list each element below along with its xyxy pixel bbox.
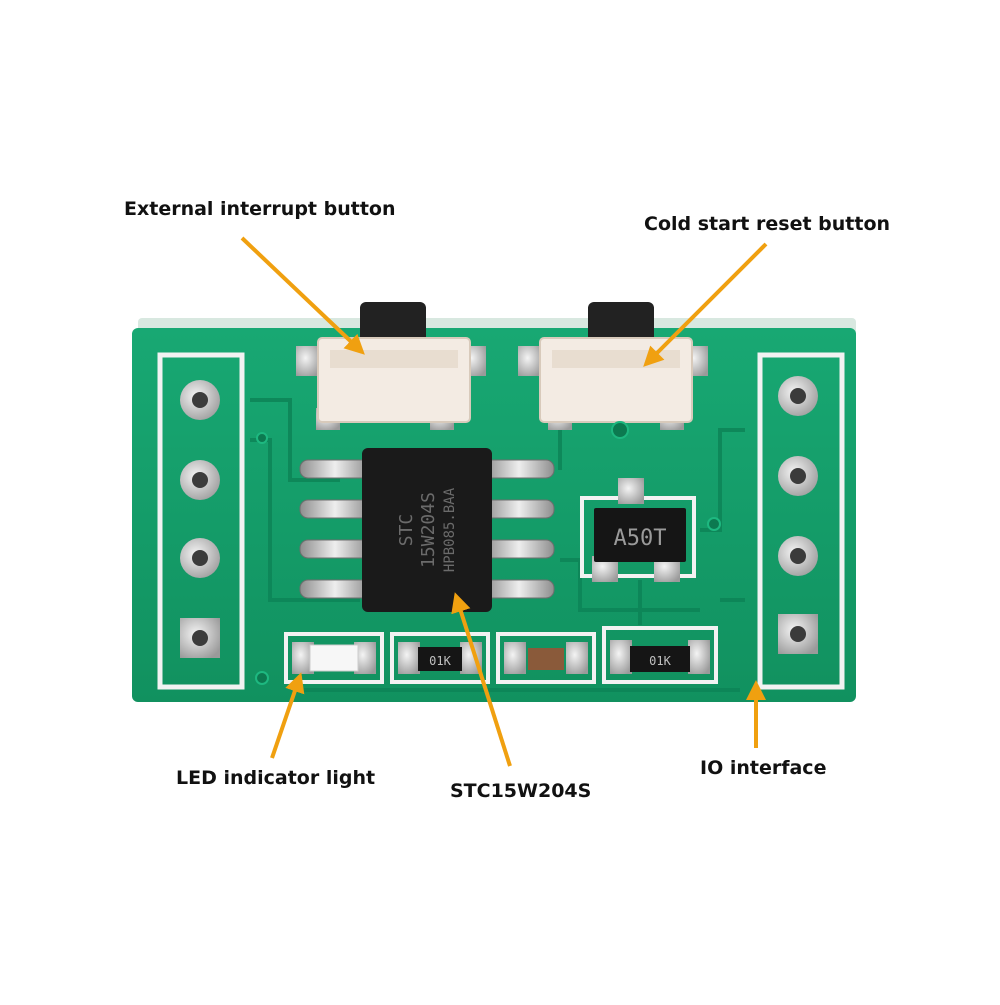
svg-text:15W204S: 15W204S (418, 492, 439, 568)
mcu-chip (362, 448, 492, 612)
label-cold-start-reset-button: Cold start reset button (644, 213, 891, 235)
mcu-pins (299, 459, 555, 599)
external-interrupt-switch (317, 302, 471, 423)
bottom-component-outlines (284, 626, 718, 684)
arrow-cold-start-reset (643, 242, 768, 367)
resistor-2: 01K (610, 640, 710, 674)
label-led-indicator-light: LED indicator light (176, 767, 376, 789)
label-io-interface: IO interface (700, 757, 827, 779)
left-header-pins (180, 380, 220, 658)
arrow-led-indicator (270, 672, 305, 759)
svg-text:HPB085.BAA: HPB085.BAA (442, 487, 458, 572)
annotation-arrows (240, 236, 768, 767)
chip-marking: STC 15W204S HPB085.BAA (396, 487, 458, 572)
svg-text:01K: 01K (649, 654, 671, 668)
resistor-1: 01K (398, 642, 482, 674)
svg-text:A50T: A50T (614, 526, 667, 551)
capacitor (504, 642, 588, 674)
left-header-outline (157, 352, 245, 690)
svg-text:STC: STC (396, 514, 417, 547)
voltage-regulator: A50T (580, 478, 696, 582)
label-external-interrupt-button: External interrupt button (124, 198, 396, 220)
led (292, 642, 376, 674)
io-header-outline (757, 352, 845, 690)
label-mcu: STC15W204S (450, 780, 592, 802)
vias (255, 421, 721, 685)
arrow-mcu (451, 592, 512, 767)
io-header-pins (778, 376, 818, 654)
svg-text:01K: 01K (429, 654, 451, 668)
arrow-external-interrupt (240, 236, 365, 355)
